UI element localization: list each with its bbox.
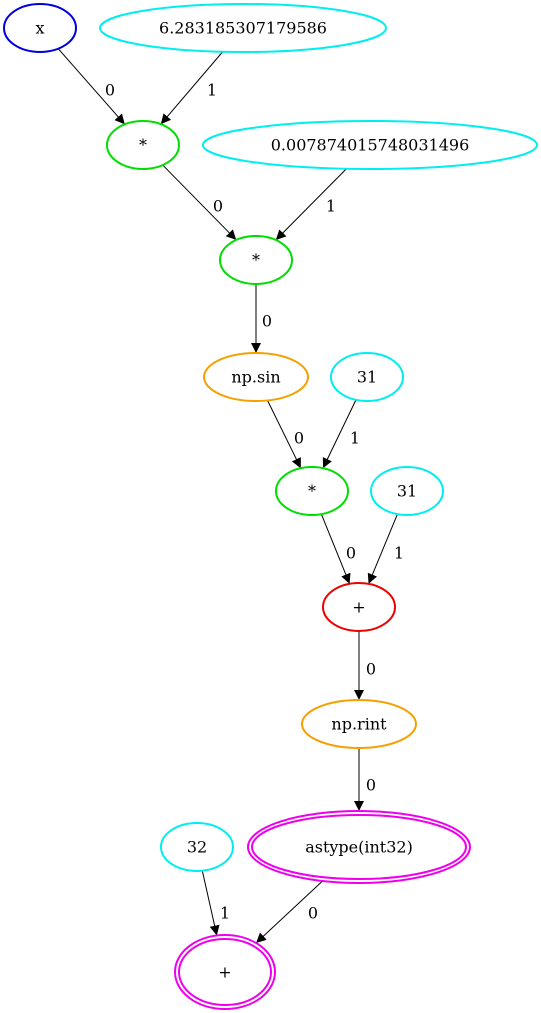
node-label: * bbox=[308, 482, 316, 501]
node-ellipse bbox=[370, 466, 444, 516]
node-sin: np.sin bbox=[203, 352, 309, 402]
edge-astype-to-add2 bbox=[255, 880, 323, 944]
node-c5: 32 bbox=[160, 822, 234, 872]
node-label: * bbox=[252, 251, 260, 270]
edges-layer: 0 1 0 1 0 0 1 0 1 0 0 1 0 bbox=[57, 48, 404, 944]
node-ellipse bbox=[203, 352, 309, 402]
node-x: x bbox=[3, 3, 77, 53]
node-ellipse bbox=[202, 120, 538, 170]
node-ellipse bbox=[99, 3, 387, 53]
edge-c5-to-add2 bbox=[201, 870, 220, 936]
node-ellipse bbox=[3, 3, 77, 53]
edge-label: 0 bbox=[346, 544, 356, 563]
node-mul3: * bbox=[275, 466, 349, 516]
edge-label: 1 bbox=[207, 81, 217, 100]
edge-mul3-to-add1 bbox=[320, 513, 351, 585]
edge-label: 0 bbox=[262, 312, 272, 331]
edge-c3-to-mul3 bbox=[322, 399, 357, 469]
node-label: x bbox=[35, 19, 44, 38]
node-ellipse bbox=[301, 699, 417, 749]
node-ellipse bbox=[322, 582, 396, 632]
node-add1: + bbox=[322, 582, 396, 632]
edge-label: 0 bbox=[213, 197, 223, 216]
node-outer-ellipse bbox=[247, 810, 471, 884]
node-mul1: * bbox=[106, 120, 180, 170]
node-rint: np.rint bbox=[301, 699, 417, 749]
edge-label: 0 bbox=[366, 776, 376, 795]
node-c2: 0.007874015748031496 bbox=[202, 120, 538, 170]
node-ellipse bbox=[160, 822, 234, 872]
edge-x-to-mul1 bbox=[57, 48, 126, 125]
edge-c4-to-add1 bbox=[367, 513, 398, 585]
node-c3: 31 bbox=[330, 352, 404, 402]
edge-label: 1 bbox=[220, 904, 230, 923]
node-ellipse bbox=[219, 235, 293, 285]
edge-c2-to-mul2 bbox=[275, 168, 347, 241]
edge-label: 1 bbox=[394, 544, 404, 563]
node-label: 32 bbox=[187, 838, 207, 857]
node-c4: 31 bbox=[370, 466, 444, 516]
node-label: np.sin bbox=[231, 368, 280, 387]
node-label: astype(int32) bbox=[305, 838, 413, 857]
edge-label: 0 bbox=[366, 660, 376, 679]
node-ellipse bbox=[251, 814, 467, 880]
node-label: 31 bbox=[397, 482, 417, 501]
node-c1: 6.283185307179586 bbox=[99, 3, 387, 53]
edge-label: 0 bbox=[294, 429, 304, 448]
node-label: + bbox=[218, 963, 231, 982]
node-label: + bbox=[352, 598, 365, 617]
node-astype: astype(int32) bbox=[247, 810, 471, 884]
nodes-layer: x 6.283185307179586 * 0.007874015748031496 *… bbox=[3, 3, 538, 1010]
edge-label: 0 bbox=[308, 904, 318, 923]
node-ellipse bbox=[178, 938, 272, 1006]
edge-label: 0 bbox=[105, 81, 115, 100]
edge-label: 1 bbox=[350, 429, 360, 448]
node-ellipse bbox=[275, 466, 349, 516]
node-outer-ellipse bbox=[174, 934, 276, 1010]
node-label: 31 bbox=[357, 368, 377, 387]
node-ellipse bbox=[330, 352, 404, 402]
edge-sin-to-mul3 bbox=[267, 400, 302, 469]
node-label: 6.283185307179586 bbox=[159, 19, 327, 38]
node-add2: + bbox=[174, 934, 276, 1010]
node-mul2: * bbox=[219, 235, 293, 285]
edge-c1-to-mul1 bbox=[160, 51, 224, 125]
node-ellipse bbox=[106, 120, 180, 170]
edge-label: 1 bbox=[326, 197, 336, 216]
node-label: * bbox=[139, 136, 147, 155]
edge-mul1-to-mul2 bbox=[162, 164, 237, 241]
node-label: np.rint bbox=[331, 715, 387, 734]
node-label: 0.007874015748031496 bbox=[271, 136, 470, 155]
